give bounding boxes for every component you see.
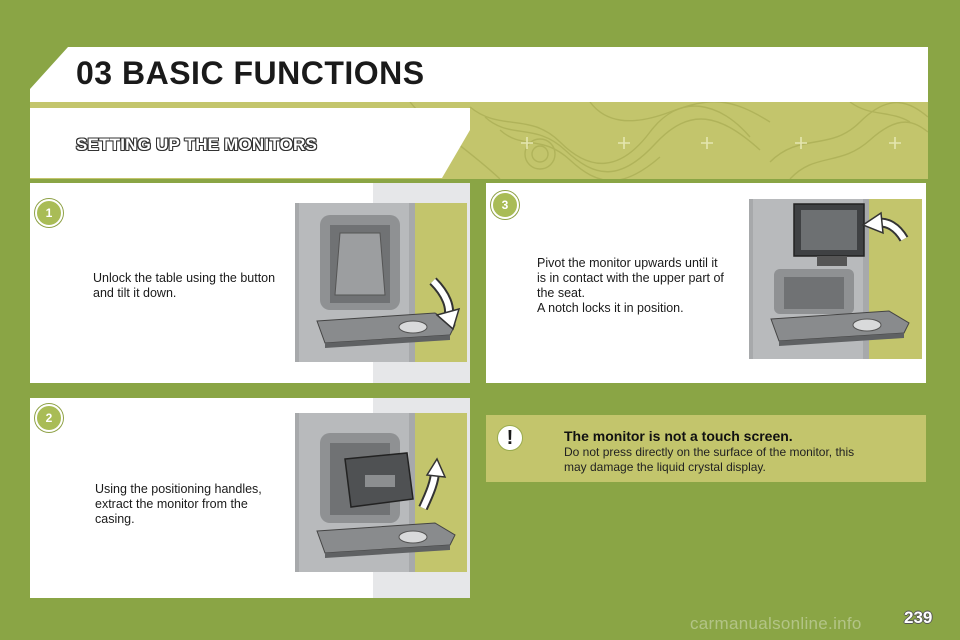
step-2-text: Using the positioning handles, extract t… xyxy=(95,482,262,526)
exclamation-icon: ! xyxy=(497,425,523,451)
section-title: SETTING UP THE MONITORS xyxy=(76,135,318,154)
page-number: 239 xyxy=(904,608,933,627)
step-3-text: Pivot the monitor upwards until it is in… xyxy=(537,256,724,315)
step-3-badge: 3 xyxy=(491,191,519,219)
warning-title: The monitor is not a touch screen. xyxy=(564,428,793,444)
step-1-photo xyxy=(295,203,467,362)
warning-text: Do not press directly on the surface of … xyxy=(564,445,855,474)
step-2-badge: 2 xyxy=(35,404,63,432)
step-1-badge: 1 xyxy=(35,199,63,227)
step-1-text: Unlock the table using the button and ti… xyxy=(93,271,276,300)
topographic-pattern xyxy=(409,102,928,179)
warning-box xyxy=(486,415,926,482)
step-2-photo xyxy=(295,413,467,572)
header-band xyxy=(30,47,928,102)
section-tab xyxy=(30,108,470,178)
page-title: 03 BASIC FUNCTIONS xyxy=(76,55,425,91)
step-3-photo xyxy=(749,199,922,359)
watermark: carmanualsonline.info xyxy=(690,614,862,633)
